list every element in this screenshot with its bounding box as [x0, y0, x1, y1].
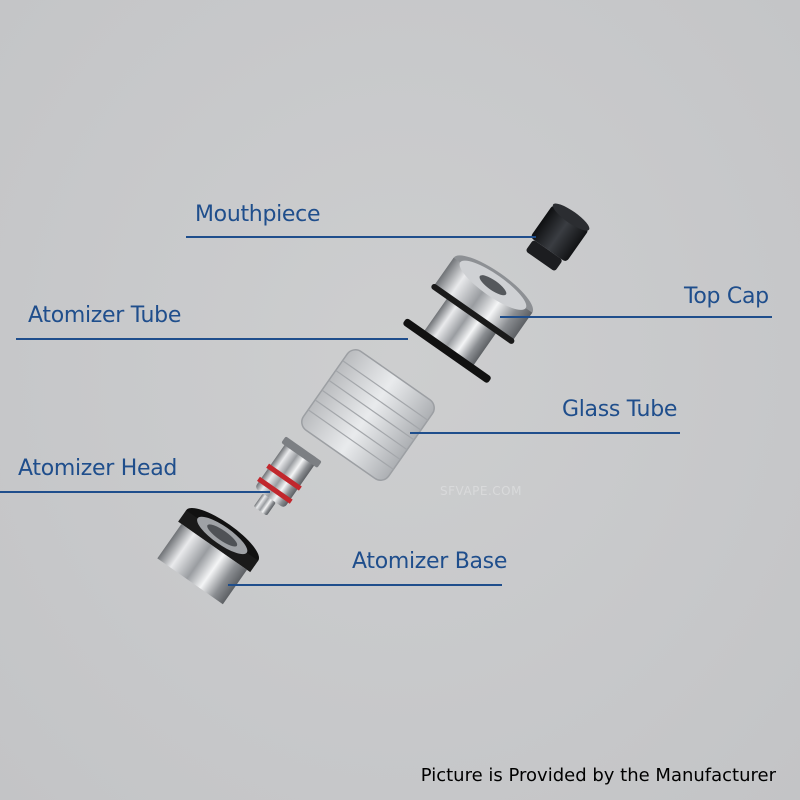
- leader-line-glass-tube: [410, 432, 680, 434]
- atomizer-base-part: [157, 508, 260, 605]
- label-atomizer-head: Atomizer Head: [18, 456, 178, 481]
- leader-line-top-cap: [500, 316, 772, 318]
- leader-line-atomizer-base: [228, 584, 502, 586]
- mouthpiece-part: [526, 203, 590, 271]
- watermark: SFVAPE.COM: [440, 484, 522, 498]
- label-atomizer-tube: Atomizer Tube: [28, 303, 182, 328]
- manufacturer-caption: Picture is Provided by the Manufacturer: [420, 765, 776, 786]
- top-cap-part: [403, 255, 534, 383]
- label-top-cap: Top Cap: [684, 284, 769, 309]
- label-mouthpiece: Mouthpiece: [195, 202, 321, 227]
- leader-line-atomizer-tube: [16, 338, 408, 340]
- label-glass-tube: Glass Tube: [562, 397, 678, 422]
- glass-tube-part: [301, 349, 435, 481]
- leader-line-mouthpiece: [186, 236, 536, 238]
- leader-line-atomizer-head: [0, 491, 270, 493]
- label-atomizer-base: Atomizer Base: [352, 549, 508, 574]
- atomizer-head-part: [254, 437, 322, 515]
